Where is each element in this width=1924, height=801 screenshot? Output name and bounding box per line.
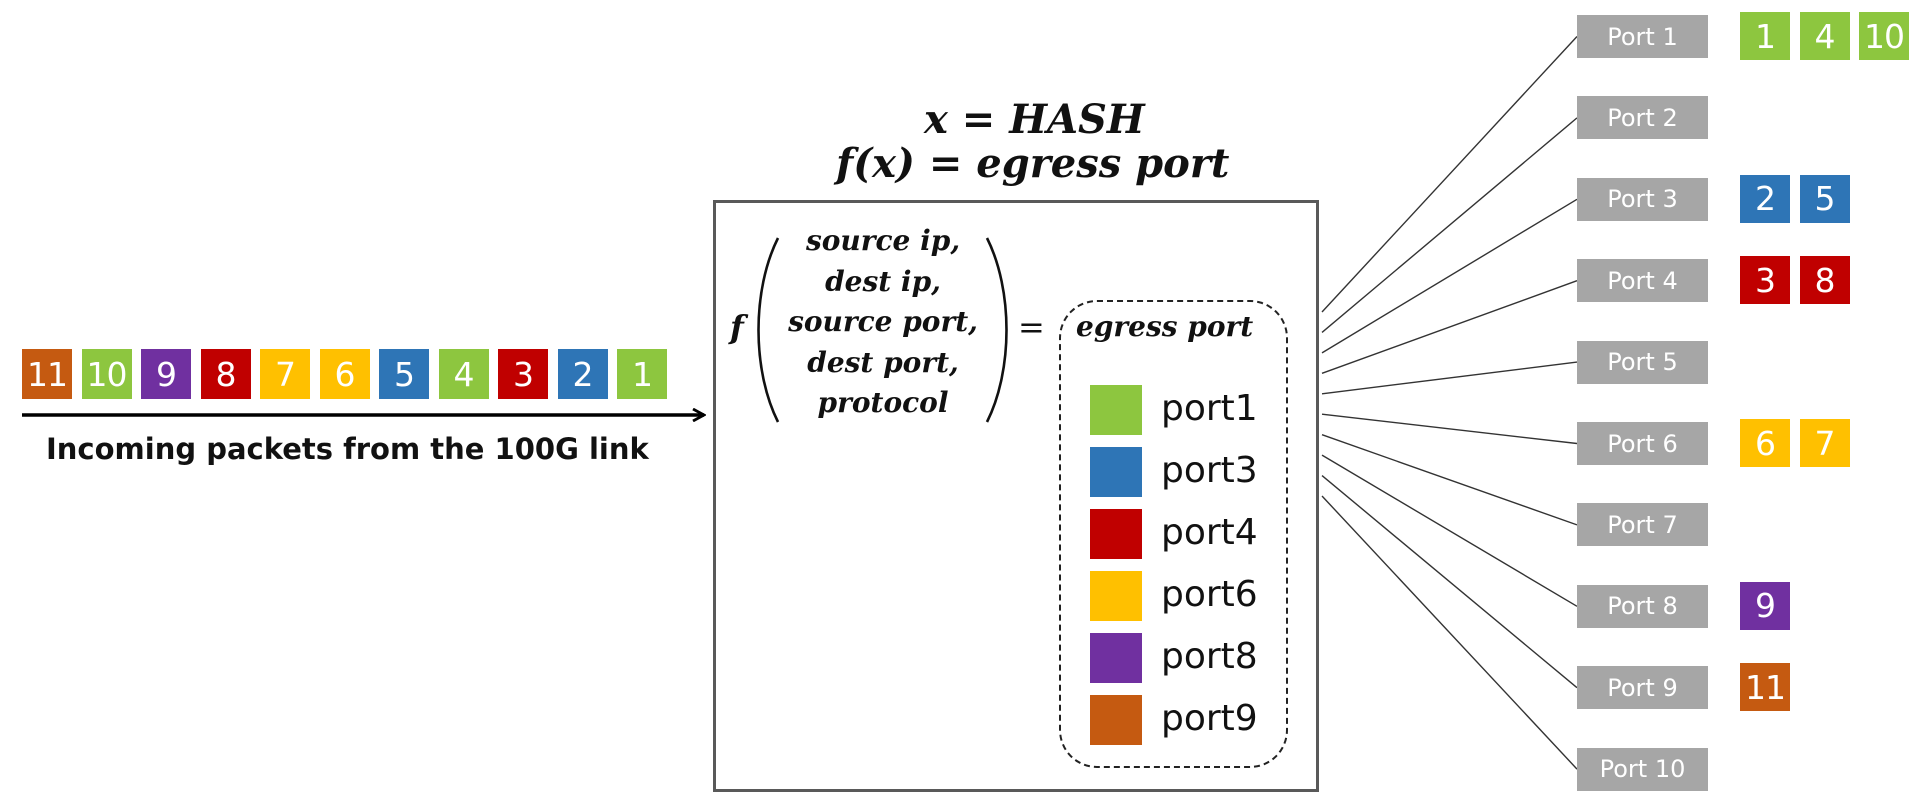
legend-label: port6 [1161,574,1258,615]
legend-label: port4 [1161,512,1258,553]
egress-port-box: Port 7 [1577,503,1708,547]
incoming-packet: 5 [379,349,429,399]
fanout-lines [1321,36,1578,770]
fanout-line [1321,280,1578,374]
formula-line-1: x = HASH [924,96,1145,143]
legend-swatch [1090,633,1142,683]
hash-argument: source ip, [805,224,961,257]
hash-argument: dest port, [807,345,959,379]
legend-label: port3 [1161,450,1258,491]
queued-packet: 1 [1740,12,1790,60]
legend-swatch [1090,509,1142,559]
equals-sign: = [1018,308,1045,346]
formula-line-2: f(x) = egress port [836,140,1230,187]
egress-port-mapping-box [1059,300,1288,768]
legend-label: port8 [1161,636,1258,677]
incoming-packet: 8 [200,349,251,399]
queued-packet: 3 [1740,256,1790,305]
egress-port-box: Port 10 [1577,747,1708,791]
queued-packet: 2 [1740,174,1790,223]
fanout-line [1321,495,1578,770]
egress-port-title: egress port [1076,310,1254,343]
egress-port-box: Port 8 [1577,584,1708,628]
legend-label: port1 [1161,388,1258,429]
incoming-packet: 3 [498,349,548,399]
queued-packet: 8 [1799,256,1850,305]
hash-argument: protocol [817,386,949,419]
incoming-packet: 11 [22,349,72,399]
fanout-line [1321,413,1578,445]
hash-function-box [713,200,1319,792]
egress-port-box: Port 4 [1577,259,1708,303]
queued-packet: 5 [1799,174,1850,223]
legend-swatch [1090,385,1142,435]
queued-packet: 9 [1740,581,1790,630]
fanout-line [1321,36,1578,313]
queued-packet: 11 [1740,663,1790,712]
fanout-line [1321,198,1578,354]
incoming-link-label: Incoming packets from the 100G link [46,432,649,466]
legend-swatch [1090,447,1142,497]
incoming-packet: 9 [141,349,191,399]
incoming-packet: 4 [438,349,489,399]
legend-label: port9 [1161,698,1258,739]
incoming-packet: 7 [260,349,310,399]
incoming-packet: 1 [617,349,667,399]
egress-port-box: Port 2 [1577,96,1708,140]
queued-packet: 4 [1799,12,1850,60]
right-paren [985,237,1008,423]
hash-argument: dest ip, [825,264,941,298]
incoming-packet: 6 [319,349,370,399]
egress-port-box: Port 6 [1577,422,1708,465]
hash-function-symbol: f [730,308,744,346]
legend-swatch [1090,695,1142,745]
egress-port-box: Port 1 [1577,15,1708,58]
fanout-line [1321,117,1578,333]
fanout-line [1321,454,1578,607]
queued-packet: 7 [1799,419,1850,467]
egress-port-box: Port 3 [1577,177,1708,221]
legend-swatch [1090,571,1142,621]
hash-argument: source port, [788,305,978,338]
fanout-line [1321,434,1578,526]
egress-port-box: Port 5 [1577,340,1708,384]
fanout-line [1321,475,1578,689]
queued-packet: 6 [1740,419,1790,467]
fanout-line [1321,361,1578,395]
incoming-packet: 2 [557,349,608,399]
incoming-packet: 10 [81,349,132,399]
left-paren [757,237,780,423]
egress-port-box: Port 9 [1577,666,1708,710]
queued-packet: 10 [1859,12,1909,60]
